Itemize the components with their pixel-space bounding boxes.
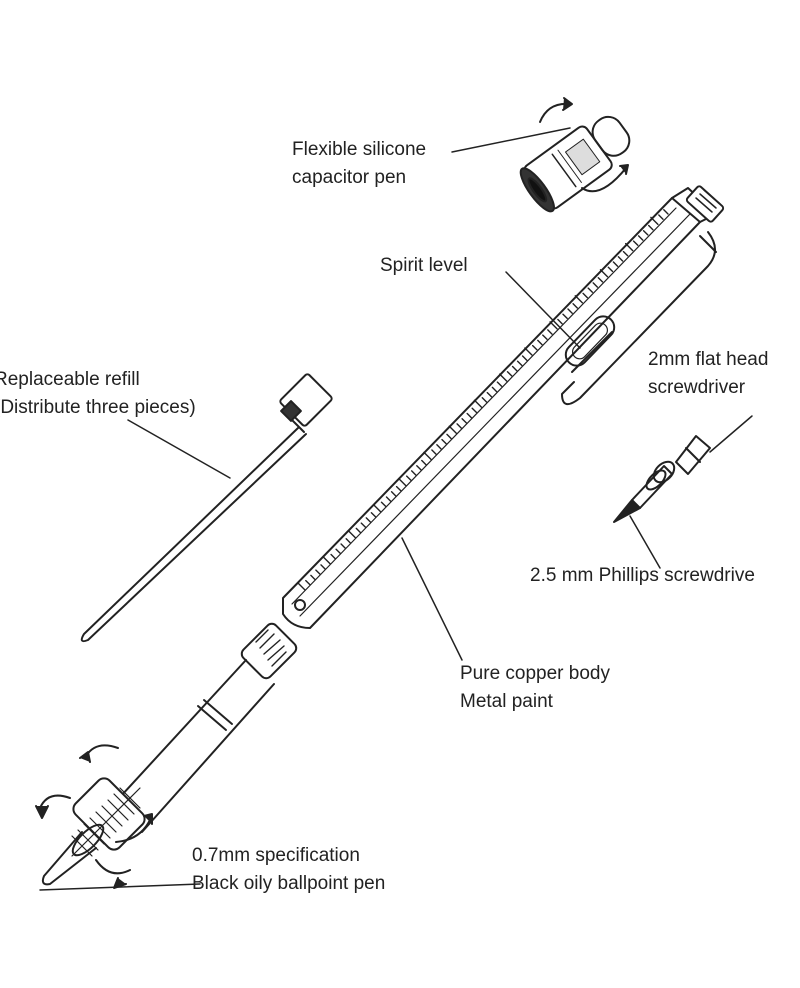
label-spirit-level-line1: Spirit level — [380, 255, 468, 276]
label-flat-head-line1: 2mm flat head — [648, 349, 769, 370]
pen-body-illustration — [282, 185, 725, 629]
tip-section-illustration — [35, 622, 298, 889]
label-body-line2: Metal paint — [460, 691, 553, 712]
label-tip: 0.7mm specification Black oily ballpoint… — [192, 842, 385, 898]
label-tip-line1: 0.7mm specification — [192, 845, 360, 866]
label-tip-line2: Black oily ballpoint pen — [192, 873, 386, 894]
refill-illustration — [80, 373, 333, 643]
label-phillips-line1: 2.5 mm Phillips screwdrive — [530, 565, 755, 586]
label-capacitor-line1: Flexible silicone — [292, 139, 427, 160]
label-capacitor: Flexible silicone capacitor pen — [292, 136, 426, 192]
capacitor-cap-illustration — [519, 97, 631, 213]
leader-body — [401, 537, 463, 661]
label-body: Pure copper body Metal paint — [460, 660, 610, 716]
leader-capacitor — [451, 127, 571, 153]
label-refill-line1: Replaceable refill — [0, 369, 140, 390]
leader-refill — [127, 419, 231, 479]
leader-lines — [39, 127, 753, 891]
label-flat-head-line2: screwdriver — [648, 377, 746, 398]
leader-spirit-level — [505, 271, 581, 349]
label-flat-head: 2mm flat head screwdriver — [648, 346, 768, 402]
label-refill-line2: (Distribute three pieces) — [0, 397, 196, 418]
leader-phillips — [629, 515, 661, 569]
label-refill: Replaceable refill (Distribute three pie… — [0, 366, 196, 422]
screwdriver-bit-illustration — [613, 435, 711, 523]
label-capacitor-line2: capacitor pen — [292, 167, 407, 188]
label-spirit-level: Spirit level — [380, 252, 468, 280]
label-phillips: 2.5 mm Phillips screwdrive — [530, 562, 755, 590]
label-body-line1: Pure copper body — [460, 663, 610, 684]
leader-flat-head — [709, 415, 753, 453]
leader-tip — [39, 883, 201, 891]
